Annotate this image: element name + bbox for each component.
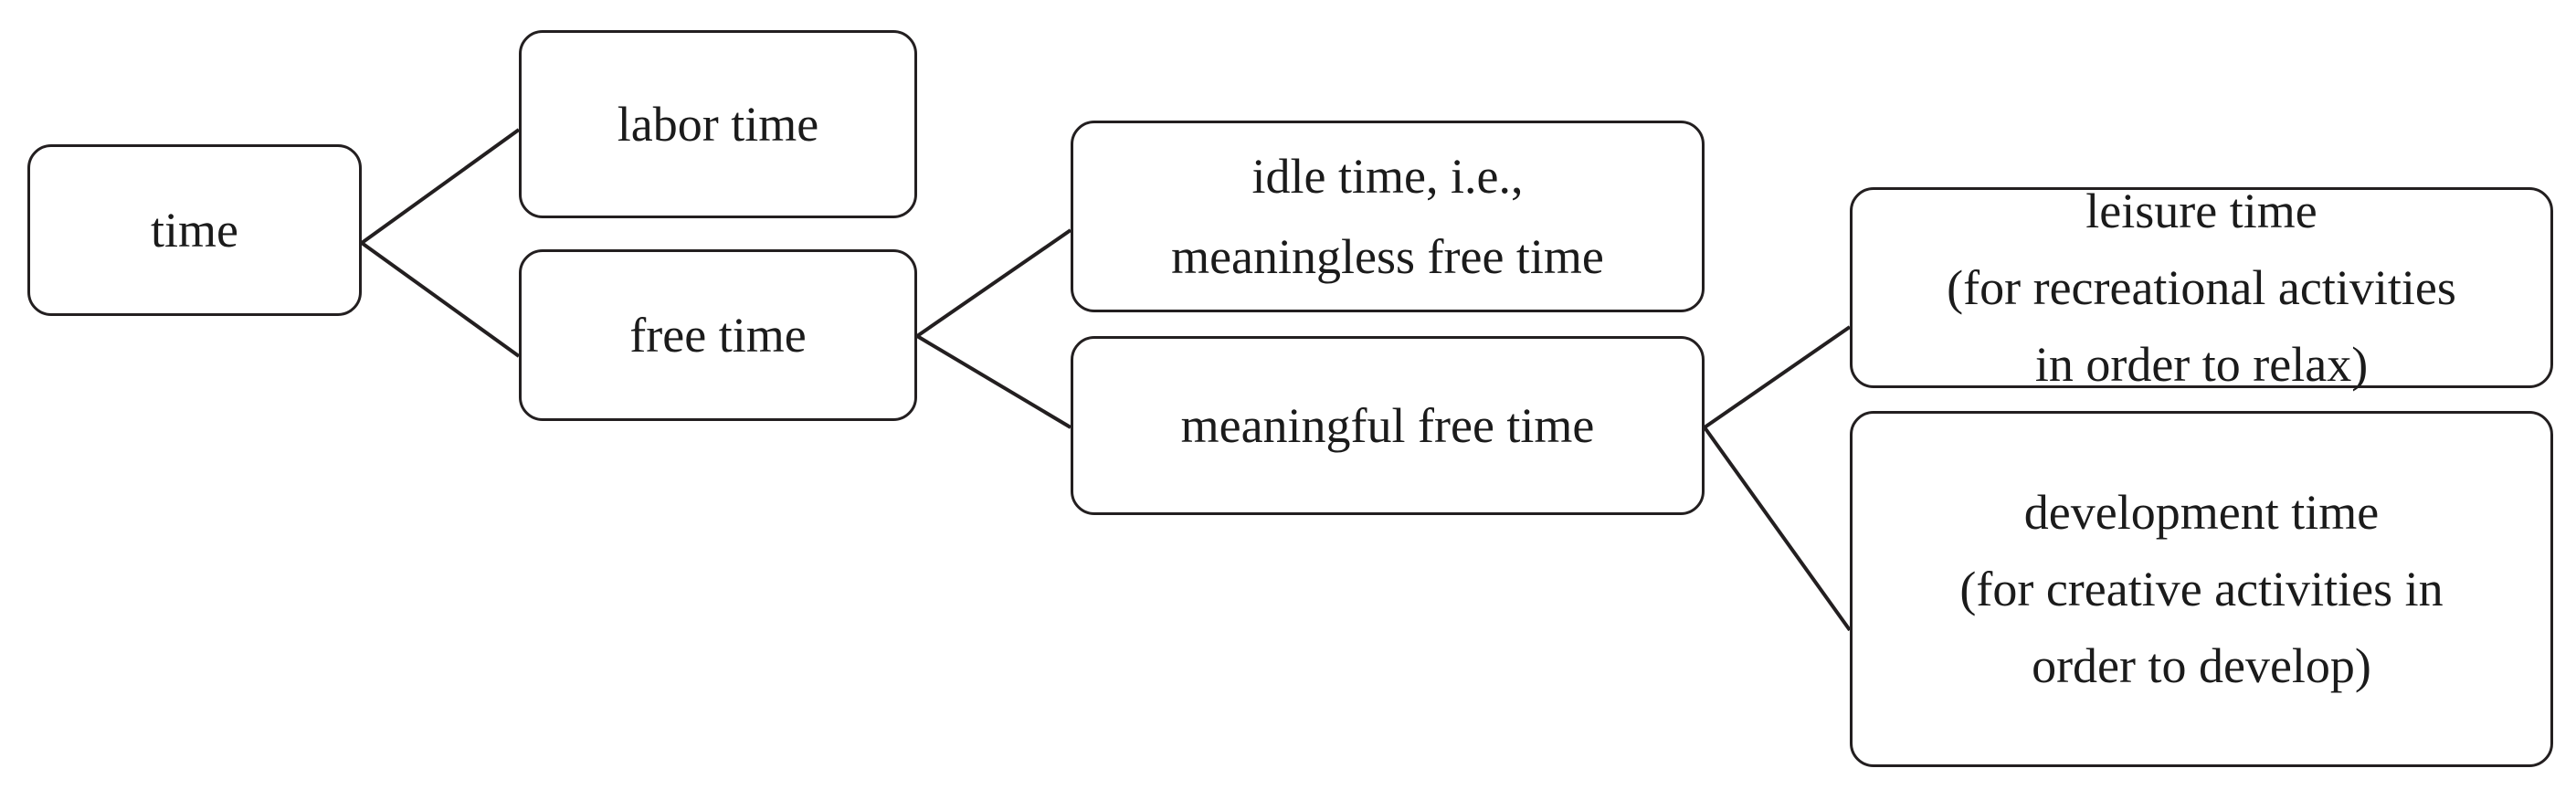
edge-meaningful-to-development [1703,426,1852,632]
node-free-time-label-line-1: free time [629,308,807,363]
node-labor-time-label-line-1: labor time [617,97,819,152]
node-development-time-label-line-3: order to develop) [2032,638,2371,693]
node-idle-time-label-line-2: meaningless free time [1171,229,1604,284]
node-idle-time-label-line-1: idle time, i.e., [1251,149,1524,204]
edge-time-to-labor-time [360,128,521,245]
node-leisure-time-label-line-1: leisure time [2085,184,2317,238]
node-leisure-time-label-line-3: in order to relax) [2034,337,2369,392]
node-meaningful-free-time[interactable]: meaningful free time [1071,336,1705,515]
edge-meaningful-to-leisure-time [1703,325,1852,429]
node-leisure-time[interactable]: leisure time (for recreational activitie… [1850,184,2553,392]
node-free-time[interactable]: free time [519,249,917,421]
edge-free-time-to-idle-time [915,228,1072,338]
node-labor-time[interactable]: labor time [519,30,917,218]
node-time-label-line-1: time [151,203,238,258]
node-meaningful-free-time-label-line-1: meaningful free time [1180,398,1595,453]
edge-free-time-to-meaningful-free [915,334,1072,429]
node-idle-time[interactable]: idle time, i.e., meaningless free time [1071,121,1705,312]
node-development-time[interactable]: development time (for creative activitie… [1850,411,2553,767]
node-leisure-time-label-line-2: (for recreational activities [1947,260,2456,315]
node-development-time-label-line-2: (for creative activities in [1959,562,2444,616]
node-development-time-label-line-1: development time [2023,485,2380,540]
node-time[interactable]: time [27,144,362,316]
edge-time-to-free-time [360,241,521,358]
